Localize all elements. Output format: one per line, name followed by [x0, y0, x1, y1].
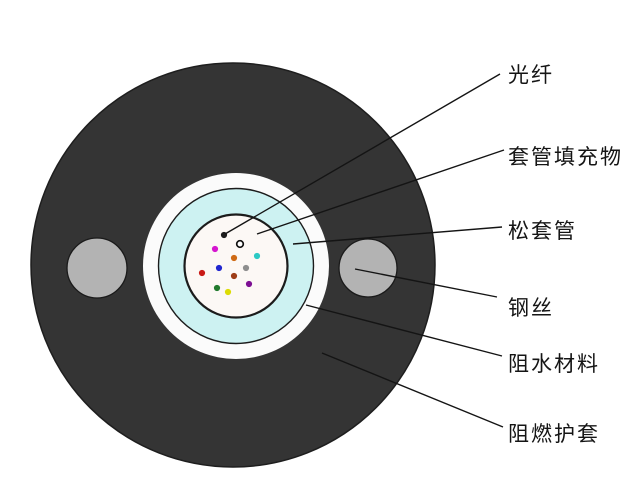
fiber-dot-green — [213, 284, 221, 292]
fiber-dot-purple — [245, 280, 253, 288]
steel-wire-right-circle — [338, 238, 398, 298]
leader-line-optical-fiber — [224, 73, 501, 235]
steel-wire-left-circle — [66, 237, 128, 299]
fiber-dot-white — [235, 239, 245, 249]
fiber-dot-magenta — [211, 245, 219, 253]
leader-line-water-block-material — [305, 304, 503, 357]
fiber-dot-red — [198, 269, 206, 277]
leader-line-steel-wire — [354, 268, 498, 298]
label-optical-fiber: 光纤 — [508, 63, 554, 87]
fiber-dot-gray — [242, 264, 250, 272]
leader-line-flame-retardant-sheath — [321, 352, 504, 428]
fiber-dot-yellow — [224, 288, 232, 296]
label-water-block-material: 阻水材料 — [508, 352, 600, 376]
tube-filler-circle — [183, 213, 289, 319]
optical-fibers-group — [198, 231, 261, 296]
leader-lines-group — [224, 73, 505, 428]
fiber-dot-brown — [230, 272, 238, 280]
fiber-dot-blue — [215, 264, 223, 272]
label-flame-retardant-sheath: 阻燃护套 — [508, 422, 600, 446]
label-loose-tube: 松套管 — [508, 219, 577, 243]
leader-line-tube-filler — [256, 149, 505, 235]
fiber-dot-turquoise — [253, 252, 261, 260]
fiber-dot-orange — [230, 254, 238, 262]
label-tube-filler: 套管填充物 — [508, 145, 623, 169]
label-steel-wire: 钢丝 — [508, 296, 554, 320]
leader-line-loose-tube — [292, 226, 503, 245]
